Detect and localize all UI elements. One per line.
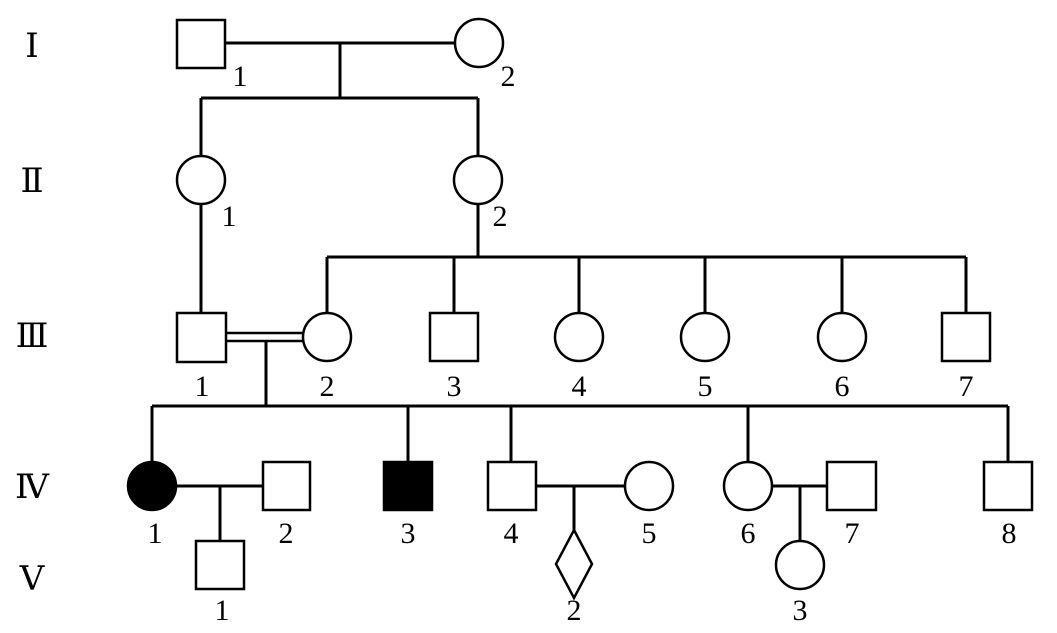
label-iv-2: 2 [279,517,294,550]
generation-label-ii: Ⅱ [20,163,43,200]
individual-iii-7-male [940,311,992,363]
generation-label-iii: Ⅲ [16,318,49,355]
label-iv-4: 4 [504,517,519,550]
label-v-3: 3 [793,594,808,627]
individual-labels: 1 2 1 2 1 2 3 4 5 6 7 1 2 3 4 5 6 7 8 1 … [148,60,1017,627]
generation-label-i: Ⅰ [25,28,38,65]
individual-i-1-male [175,18,227,70]
label-iii-6: 6 [835,370,850,403]
label-v-2: 2 [567,594,582,627]
label-iii-1: 1 [195,370,210,403]
individual-iv-8-male [982,460,1034,512]
individual-iii-3-male [428,311,480,363]
label-iv-8: 8 [1002,517,1017,550]
individual-iii-6-female [816,311,868,363]
individual-iv-3-male-affected [382,460,434,512]
individual-iv-7-male [825,460,878,512]
label-ii-1: 1 [222,200,237,233]
individual-iii-1-male [175,311,228,364]
pedigree-individuals [126,17,1034,601]
label-i-2: 2 [501,60,516,93]
generation-label-v: Ⅴ [19,561,46,598]
label-iv-5: 5 [642,517,657,550]
individual-iii-5-female [679,311,731,363]
label-v-1: 1 [215,594,230,627]
label-iv-6: 6 [741,517,756,550]
individual-i-2-female [453,17,505,69]
individual-iv-1-female-affected [126,460,178,512]
individual-iii-4-female [553,311,605,363]
label-iii-5: 5 [698,370,713,403]
label-iv-1: 1 [148,517,163,550]
label-ii-2: 2 [493,200,508,233]
label-iii-2: 2 [320,370,335,403]
label-iv-3: 3 [401,517,416,550]
label-iii-3: 3 [447,370,462,403]
individual-iii-2-female [301,311,353,363]
individual-iv-2-male [261,460,312,512]
individual-v-1-male [194,539,246,591]
label-iv-7: 7 [845,517,860,550]
label-iii-4: 4 [572,370,587,403]
individual-ii-2-female [452,154,504,206]
individual-iv-6-female [722,460,774,512]
individual-ii-1-female [175,154,227,206]
pedigree-lines [150,41,1010,541]
individual-iv-5-female [623,460,675,512]
generation-label-iv: Ⅳ [15,469,50,506]
label-i-1: 1 [233,60,248,93]
label-iii-7: 7 [959,370,974,403]
individual-v-3-female [774,539,826,591]
individual-iv-4-male [486,460,538,512]
individual-v-2-unknown-sex [554,527,594,601]
